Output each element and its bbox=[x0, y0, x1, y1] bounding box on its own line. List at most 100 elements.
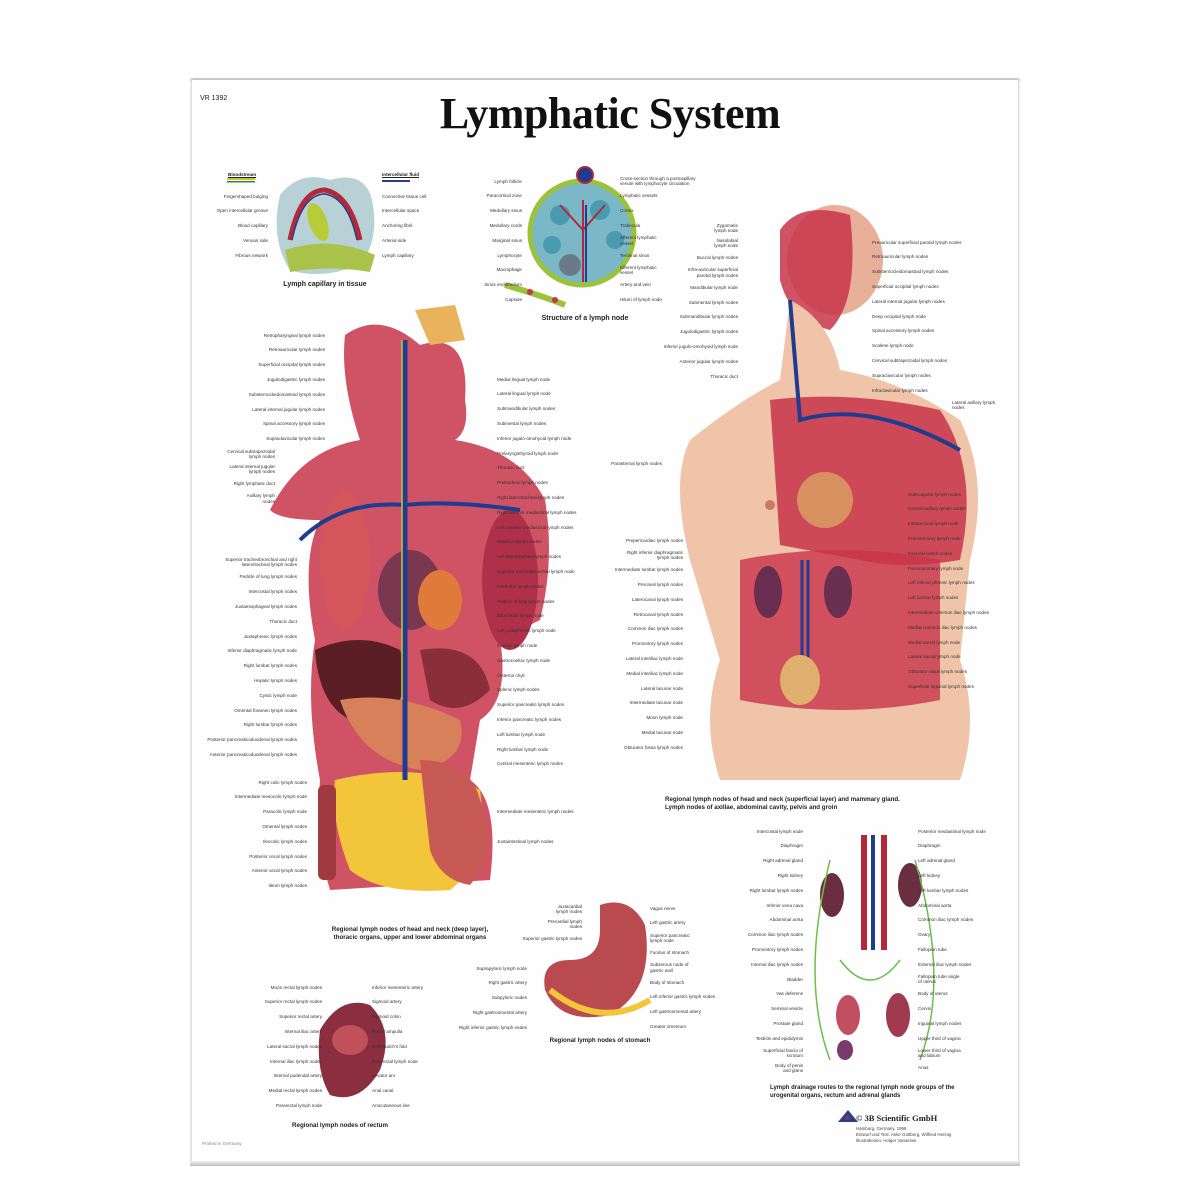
anatomy-label: Anterior cecal lymph nodes bbox=[251, 868, 307, 874]
deep-caption: Regional lymph nodes of head and neck (d… bbox=[331, 926, 489, 941]
anatomy-label: Superficial occipital lymph nodes bbox=[258, 362, 325, 368]
anatomy-label: Lower third of vagina and labium bbox=[918, 1047, 961, 1059]
anatomy-label: Intermediate common iliac lymph nodes bbox=[908, 610, 989, 616]
anatomy-label: Bladder bbox=[787, 976, 803, 982]
anatomy-label: Lateral axillary lymph nodes bbox=[952, 399, 996, 411]
anatomy-label: Bifurcation lymph node bbox=[497, 613, 544, 619]
anatomy-label: Splenic lymph nodes bbox=[497, 687, 540, 693]
lymph-node-labels-right: Cross-section through a postcapillary ve… bbox=[620, 174, 696, 307]
anatomy-label: Abdominal aorta bbox=[769, 917, 803, 923]
anatomy-label: Vagus nerve bbox=[650, 905, 676, 911]
anatomy-label: Upper third of vagina bbox=[918, 1035, 961, 1041]
urogenital-caption: Lymph drainage routes to the regional ly… bbox=[770, 1085, 955, 1099]
anatomy-label: Left kidney bbox=[918, 873, 941, 879]
anatomy-label: External iliac lymph nodes bbox=[918, 961, 972, 967]
anatomy-label: Superficial inguinal lymph nodes bbox=[908, 684, 974, 690]
anatomy-label: Lymph capillary bbox=[382, 252, 414, 258]
anatomy-label: Moon rectal lymph nodes bbox=[270, 984, 322, 990]
anatomy-label: Central mesenteric lymph nodes bbox=[497, 761, 563, 767]
anatomy-label: Paramammary lymph node bbox=[908, 565, 964, 571]
anatomy-label: Inferior jugulo-omohyoid lymph node bbox=[497, 435, 572, 441]
anatomy-label: Promontory lymph nodes bbox=[631, 641, 683, 647]
anatomy-label: Subserous node of gastric wall bbox=[650, 962, 689, 973]
anatomy-label: Inferior mesenteric artery bbox=[372, 984, 424, 990]
capillary-caption: Lymph capillary in tissue bbox=[283, 281, 367, 288]
anatomy-label: Jugulodigastric lymph nodes bbox=[267, 377, 325, 383]
anatomy-label: Submandibular lymph nodes bbox=[679, 314, 738, 320]
anatomy-label: Inguinal lymph nodes bbox=[918, 1021, 962, 1027]
anatomy-label: Interpectoral lymph node bbox=[908, 521, 959, 527]
anatomy-label: Left juxtaphrenic lymph node bbox=[497, 628, 556, 634]
anatomy-label: Medial rectal lymph nodes bbox=[268, 1088, 322, 1094]
deep-layer-torso-illustration bbox=[270, 305, 549, 891]
anatomy-label: Body of stomach bbox=[650, 979, 685, 985]
anatomy-label: Parasternal lymph nodes bbox=[611, 460, 662, 466]
anatomy-label: Subpyloric nodes bbox=[491, 995, 527, 1001]
anatomy-label: Posterior pancreaticoduodenal lymph node… bbox=[207, 737, 297, 743]
anatomy-label: Afferent lymphatic vessel bbox=[620, 235, 657, 246]
anatomy-label: Fibrous network bbox=[235, 252, 268, 258]
anatomy-label: Intercostal lymph node bbox=[756, 828, 803, 834]
anatomy-label: Mandibular lymph node bbox=[690, 284, 738, 290]
anatomy-label: Right inferior diaphragmatic lymph nodes bbox=[626, 549, 683, 561]
anatomy-label: Arterial side bbox=[382, 238, 407, 244]
anatomy-label: Right gastric artery bbox=[488, 980, 527, 986]
anatomy-label: Thoracic duct bbox=[497, 465, 525, 471]
anatomy-label: Coeliac lymph node bbox=[497, 643, 538, 649]
anatomy-label: Body of penis and glans bbox=[775, 1062, 803, 1074]
anatomy-label: Infraclavicular lymph nodes bbox=[872, 387, 928, 393]
anatomy-label: Internal iliac lymph nodes bbox=[751, 961, 803, 967]
anatomy-label: Ileum lymph nodes bbox=[268, 883, 307, 889]
anatomy-label: Preauricular superficial parotid lymph n… bbox=[872, 239, 962, 245]
anatomy-label: Lateral internal jugular lymph nodes bbox=[229, 463, 275, 475]
anatomy-label: Anus bbox=[918, 1065, 929, 1071]
anatomy-label: Ovary bbox=[918, 932, 931, 938]
anatomy-label: Lymph follicle bbox=[494, 178, 522, 184]
anatomy-label: Left lumbar lymph node bbox=[497, 731, 546, 737]
anatomy-label: Intercellular space bbox=[382, 208, 420, 214]
anatomy-label: Cross-section through a postcapillary ve… bbox=[620, 175, 696, 187]
anatomy-label: Right adrenal gland bbox=[763, 858, 803, 864]
anatomy-label: Greater omentum bbox=[650, 1024, 686, 1030]
anatomy-label: Capsule bbox=[505, 297, 522, 303]
anatomy-label: Thoracic duct bbox=[710, 373, 738, 379]
anatomy-label: Anchoring fibril bbox=[382, 223, 413, 229]
anatomy-label: Zygomatic lymph node bbox=[714, 222, 738, 234]
anatomy-label: Right lumbar lymph node bbox=[497, 746, 549, 752]
anatomy-label: Botallo's lymph nodes bbox=[497, 539, 542, 545]
legend-bloodstream: Bloodstream bbox=[228, 172, 257, 177]
anatomy-label: Internal pudendal artery bbox=[273, 1073, 322, 1079]
anatomy-label: Promontory lymph nodes bbox=[751, 947, 803, 953]
anatomy-label: Submental lymph nodes bbox=[497, 421, 547, 427]
3b-logo: 3B bbox=[838, 1110, 858, 1122]
poster-bottom-rod bbox=[190, 1161, 1020, 1166]
anatomy-label: Retropharyngeal lymph nodes bbox=[263, 332, 325, 338]
anatomy-label: Spinal accessory lymph nodes bbox=[262, 421, 325, 427]
anatomy-label: Anocutaneous line bbox=[372, 1103, 410, 1109]
anatomy-label: Superior gastric lymph nodes bbox=[522, 936, 583, 942]
anatomy-label: Lateral sacral lymph node bbox=[908, 654, 961, 660]
publisher: © 3B Scientific GmbH bbox=[856, 1113, 938, 1123]
anatomy-label: Juxtaintestinal lymph nodes bbox=[497, 838, 554, 844]
anatomy-label: Suprapyloric lymph node bbox=[476, 965, 527, 971]
anatomy-label: Seminal vesicle bbox=[771, 1006, 803, 1012]
anatomy-label: Sigmoid colon bbox=[372, 1014, 401, 1020]
anatomy-label: Open intercellular groove bbox=[216, 208, 268, 214]
anatomy-label: Lateral sacral lymph nodes bbox=[267, 1043, 322, 1049]
anatomy-label: Intermediate lacunar node bbox=[629, 700, 683, 706]
anatomy-label: Superior pancreatic lymph nodes bbox=[497, 702, 565, 708]
anatomy-label: Cervix bbox=[918, 1006, 932, 1012]
anatomy-label: Marginal sinus bbox=[492, 237, 522, 243]
anatomy-label: Lateral lingual lymph node bbox=[497, 391, 551, 397]
anatomy-label: Interlobar lymph nodes bbox=[497, 583, 544, 589]
anatomy-label: Nasolabial lymph node bbox=[714, 237, 738, 249]
anatomy-label: Diaphragm bbox=[918, 843, 941, 849]
anatomy-label: Cervical subtrapezoidal lymph nodes bbox=[227, 448, 275, 460]
anatomy-label: Medial lingual lymph node bbox=[497, 376, 551, 382]
